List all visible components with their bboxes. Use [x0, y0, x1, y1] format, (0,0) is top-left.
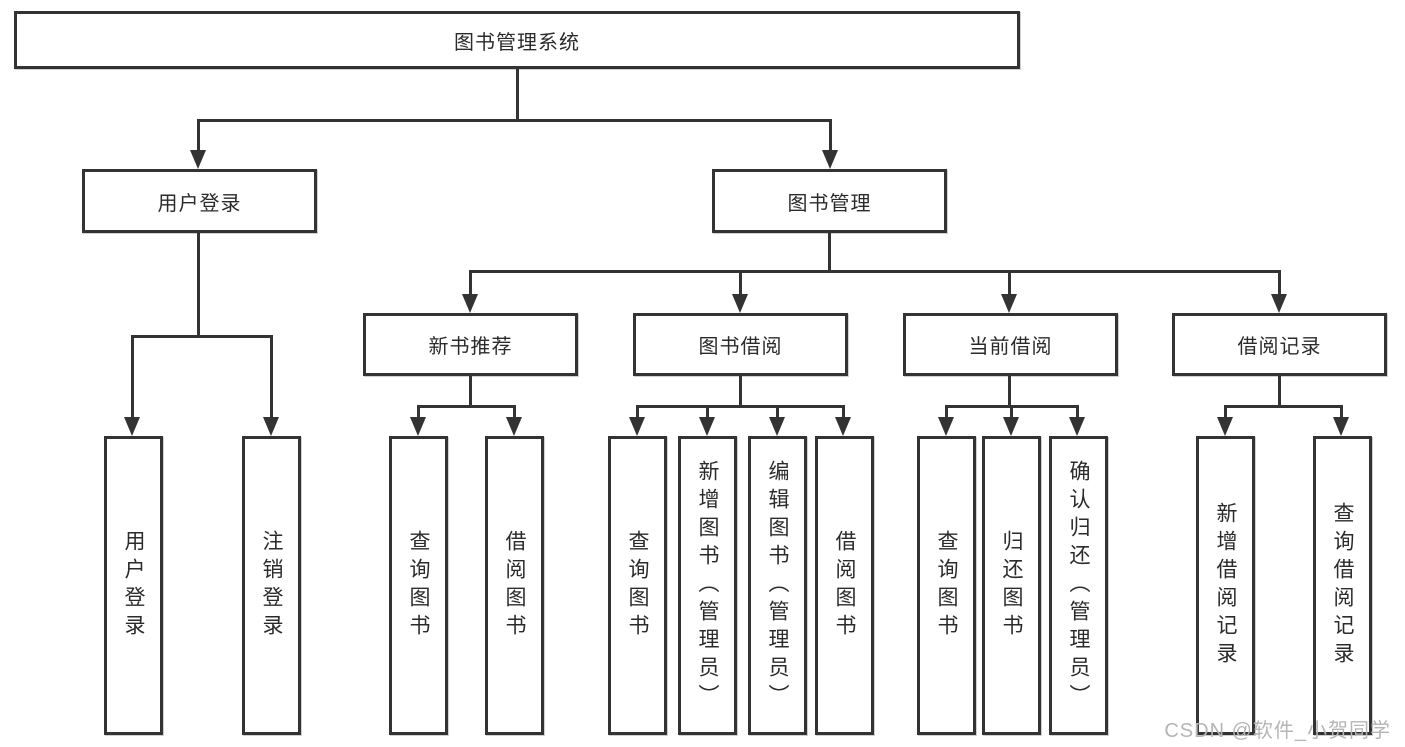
connector-line	[706, 405, 709, 418]
connector-line	[417, 405, 516, 408]
leaf-logout: 注销登录	[242, 436, 301, 735]
node-current-borrowing: 当前借阅	[903, 313, 1118, 376]
arrowhead-down-icon	[732, 294, 748, 313]
csdn-watermark: CSDN @软件_小贺同学	[1164, 720, 1391, 742]
connector-line	[1010, 405, 1013, 418]
arrowhead-down-icon	[1069, 417, 1085, 436]
node-user-login: 用户登录	[82, 169, 317, 233]
arrowhead-down-icon	[263, 417, 279, 436]
leaf-user-login: 用户登录	[104, 436, 163, 735]
node-root-label: 图书管理系统	[454, 31, 580, 54]
connector-line	[1278, 270, 1281, 295]
connector-line	[131, 335, 273, 338]
arrowhead-down-icon	[835, 417, 851, 436]
connector-line	[197, 119, 200, 154]
node-new-book-recommendation: 新书推荐	[363, 313, 578, 376]
connector-line	[1278, 376, 1281, 407]
arrowhead-down-icon	[190, 150, 206, 169]
connector-line	[469, 376, 472, 407]
node-book-borrowing: 图书借阅	[633, 313, 848, 376]
connector-line	[270, 335, 273, 418]
arrowhead-down-icon	[938, 417, 954, 436]
leaf-borrow-books-1: 借阅图书	[485, 436, 544, 735]
arrowhead-down-icon	[1271, 294, 1287, 313]
connector-line	[842, 405, 845, 418]
arrowhead-down-icon	[1003, 417, 1019, 436]
leaf-confirm-return-admin: 确认归还（管理员）	[1049, 436, 1108, 735]
arrowhead-down-icon	[462, 294, 478, 313]
connector-line	[417, 405, 420, 418]
connector-line	[829, 119, 832, 154]
node-book-management: 图书管理	[712, 169, 947, 233]
connector-line	[1076, 405, 1079, 418]
arrowhead-down-icon	[1217, 417, 1233, 436]
connector-line	[516, 69, 519, 119]
connector-line	[513, 405, 516, 418]
connector-line	[1008, 270, 1011, 295]
leaf-edit-books-admin: 编辑图书（管理员）	[748, 436, 807, 735]
leaf-add-borrow-record: 新增借阅记录	[1196, 436, 1255, 735]
leaf-query-books-3: 查询图书	[917, 436, 976, 735]
connector-line	[1224, 405, 1227, 418]
connector-line	[469, 270, 472, 295]
connector-line	[739, 270, 742, 295]
connector-line	[131, 335, 134, 418]
leaf-return-books: 归还图书	[982, 436, 1041, 735]
arrowhead-down-icon	[769, 417, 785, 436]
connector-line	[828, 233, 831, 273]
arrowhead-down-icon	[506, 417, 522, 436]
leaf-add-books-admin: 新增图书（管理员）	[678, 436, 737, 735]
leaf-borrow-books-2: 借阅图书	[815, 436, 874, 735]
connector-line	[1340, 405, 1343, 418]
arrowhead-down-icon	[410, 417, 426, 436]
node-user-login-label: 用户登录	[157, 192, 242, 215]
arrowhead-down-icon	[124, 417, 140, 436]
connector-line	[636, 405, 845, 408]
connector-line	[1224, 405, 1343, 408]
connector-line	[469, 270, 1281, 273]
arrowhead-down-icon	[1001, 294, 1017, 313]
arrowhead-down-icon	[1333, 417, 1349, 436]
arrowhead-down-icon	[699, 417, 715, 436]
node-book-management-label: 图书管理	[787, 192, 872, 215]
arrowhead-down-icon	[822, 150, 838, 169]
connector-line	[197, 119, 831, 122]
leaf-query-books-1: 查询图书	[389, 436, 448, 735]
connector-line	[776, 405, 779, 418]
leaf-query-books-2: 查询图书	[608, 436, 667, 735]
node-root: 图书管理系统	[14, 11, 1020, 69]
connector-line	[945, 405, 948, 418]
connector-line	[636, 405, 639, 418]
connector-line	[1008, 376, 1011, 407]
connector-line	[739, 376, 742, 407]
arrowhead-down-icon	[629, 417, 645, 436]
node-borrowing-records: 借阅记录	[1172, 313, 1387, 376]
leaf-query-borrow-record: 查询借阅记录	[1313, 436, 1372, 735]
connector-line	[197, 233, 200, 338]
